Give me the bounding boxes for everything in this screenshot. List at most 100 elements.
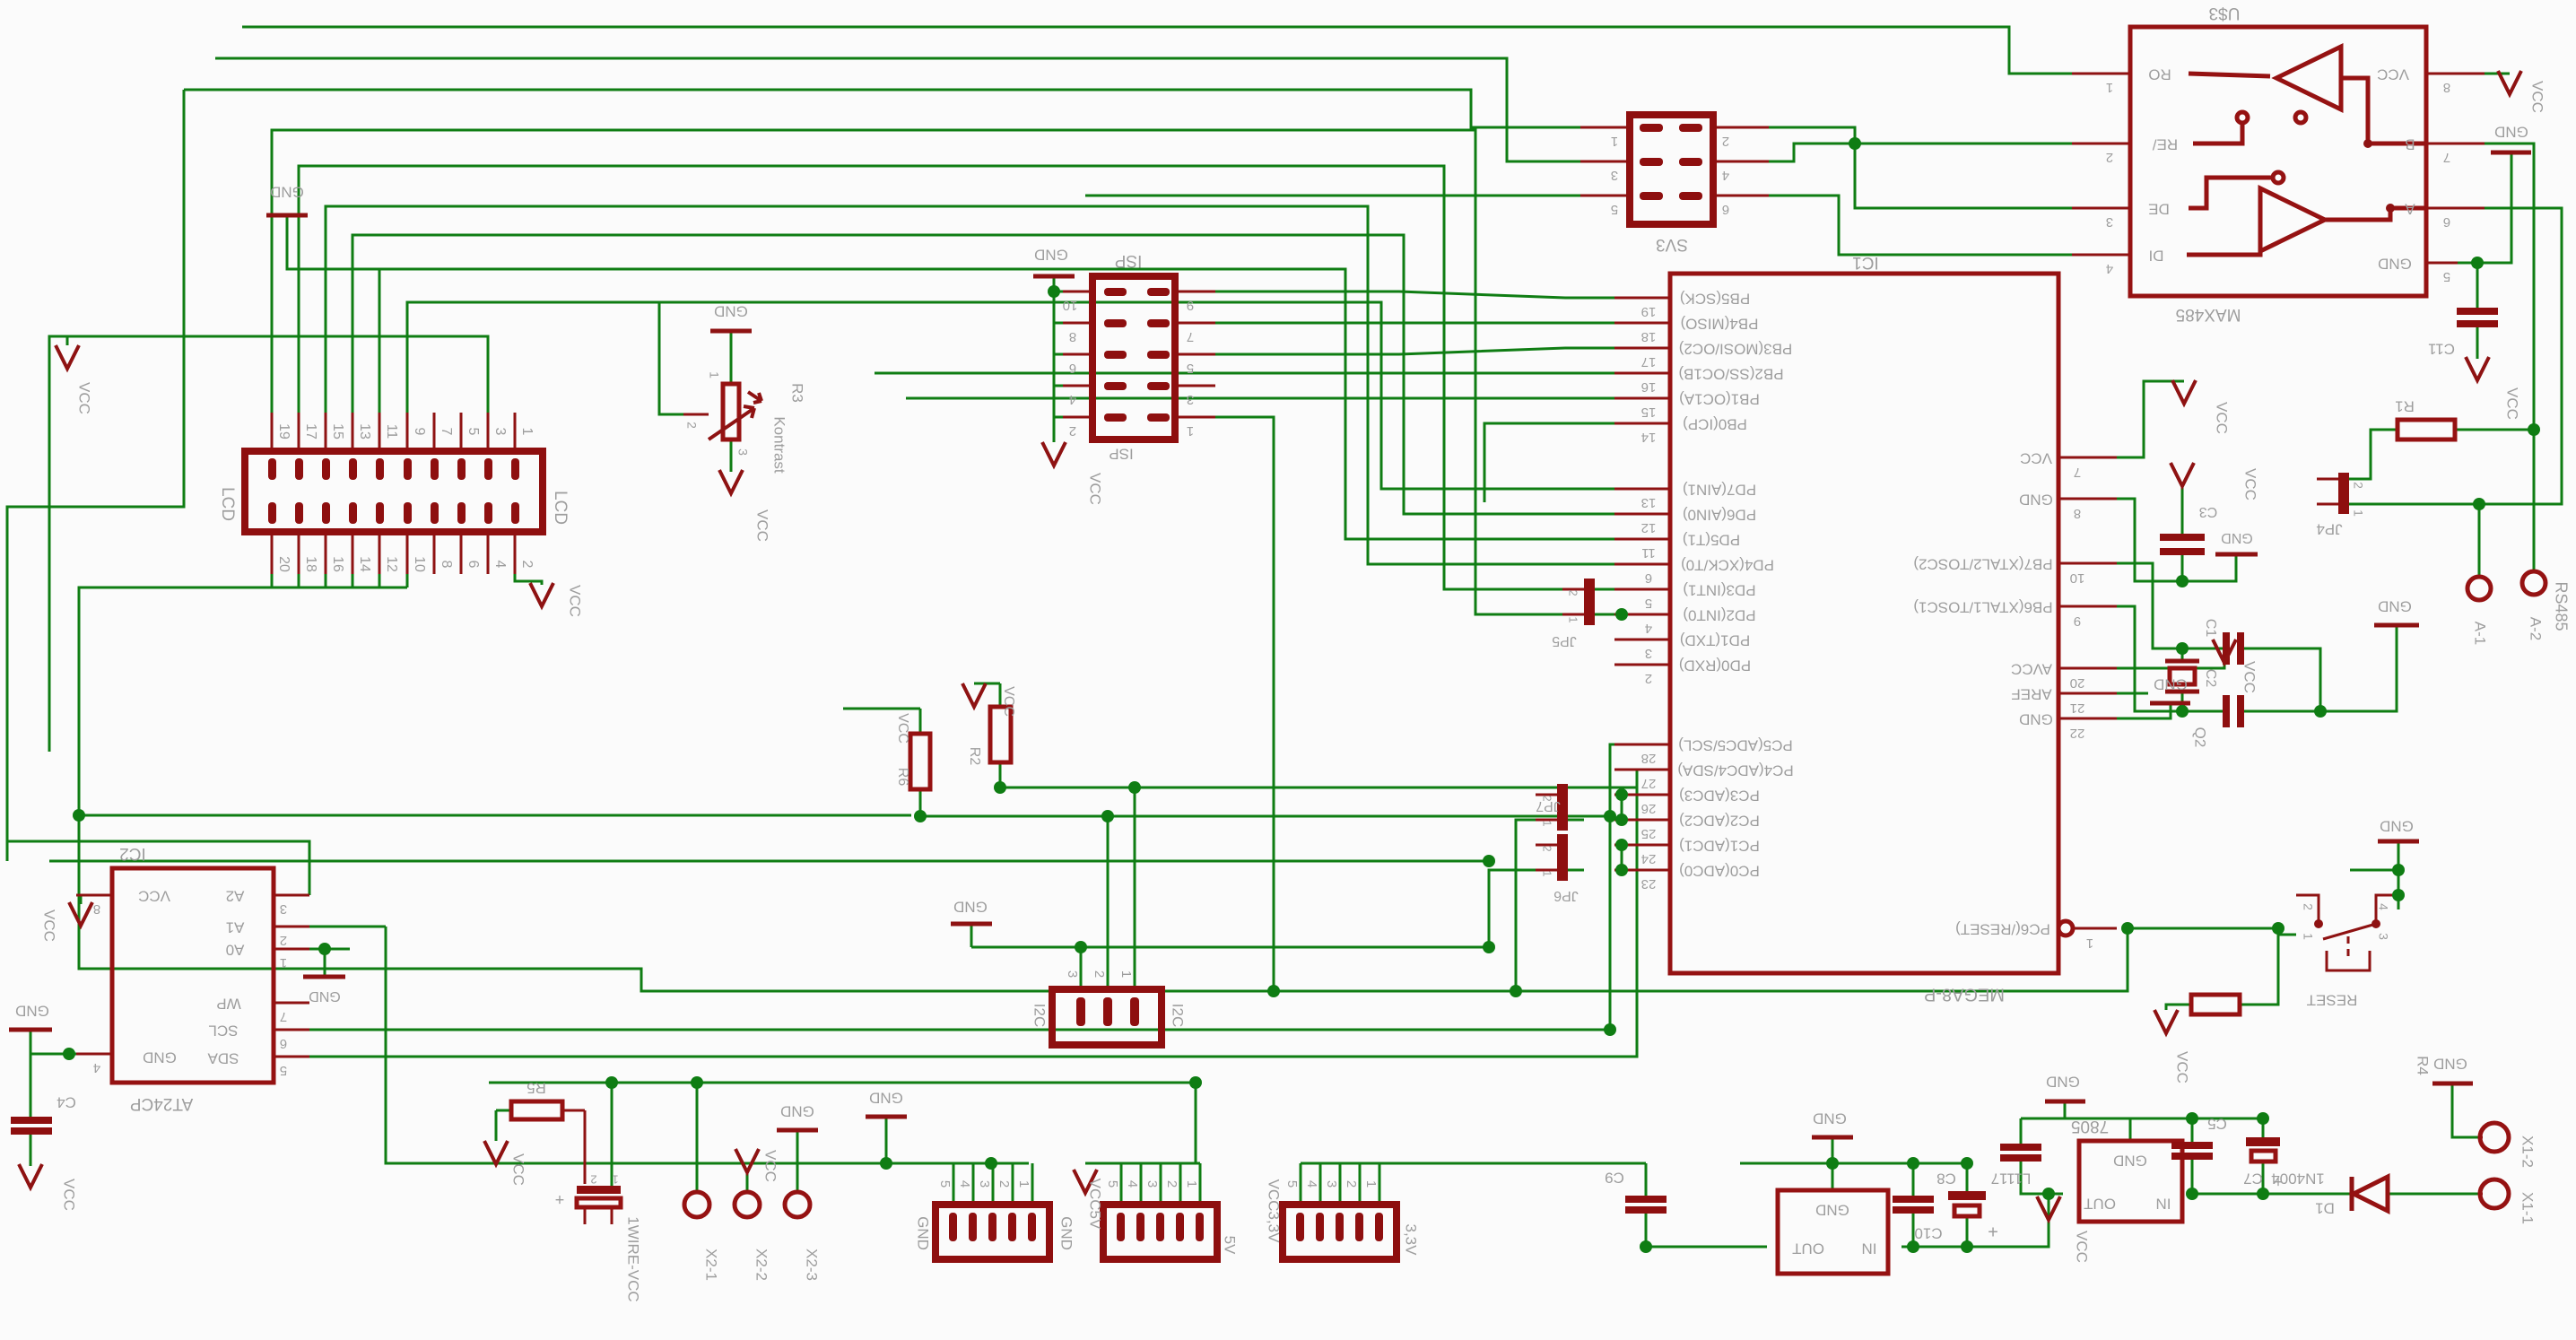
- pin-name: PC4(ADC4/SDA): [1677, 762, 1793, 779]
- pinno: 8: [2074, 506, 2081, 521]
- pinno: 7: [439, 428, 454, 436]
- pin-name: PB3(MOSI/OC2): [1679, 341, 1793, 358]
- isp-connector: [1089, 273, 1179, 443]
- pin-de: DE: [2148, 201, 2170, 218]
- pinno: 4: [2376, 903, 2390, 910]
- vcc5v-header-connector: [1100, 1201, 1221, 1263]
- pinno: 23: [1641, 876, 1657, 892]
- pinno: 1: [1016, 1180, 1031, 1188]
- pin-name: PC0(ADC0): [1679, 863, 1760, 880]
- pin-name: PC1(ADC1): [1679, 838, 1760, 855]
- pinno: 11: [384, 424, 399, 439]
- net-vcc: VCC: [510, 1153, 527, 1186]
- pin-name: PB0(ICP): [1683, 416, 1747, 433]
- pinno: 7: [280, 1009, 287, 1024]
- net-gnd: GND: [309, 988, 341, 1004]
- pin-di: DI: [2149, 248, 2164, 265]
- pinno: 2: [1722, 134, 1729, 149]
- pad-label: X2-1: [703, 1249, 720, 1281]
- pinno: 2: [1541, 795, 1554, 801]
- plus-mark: +: [2274, 1172, 2284, 1190]
- plus-mark: +: [555, 1190, 565, 1208]
- pin-gnd: GND: [2378, 256, 2412, 273]
- pinno: 5: [937, 1180, 953, 1188]
- pin-a: A: [2405, 201, 2415, 218]
- net-vcc: VCC: [754, 509, 771, 542]
- d1-name: D1: [2315, 1200, 2335, 1217]
- polarized-part-1wire-vcc: [574, 1186, 623, 1210]
- jp5-name: JP5: [1552, 633, 1577, 648]
- pinno: 13: [1641, 495, 1657, 510]
- max485-chip: [2128, 24, 2429, 299]
- crystal-q2: [2165, 658, 2199, 694]
- pinno: 2: [2106, 150, 2113, 165]
- pin-name: A1: [226, 919, 245, 936]
- pinno: 14: [1641, 430, 1657, 445]
- plus-mark: +: [1988, 1222, 1998, 1241]
- r2-name: R2: [967, 747, 982, 766]
- r6-name: R6: [895, 768, 910, 787]
- pinno: 2: [590, 1173, 596, 1187]
- i2c-connector: [1049, 986, 1165, 1049]
- pinno: 15: [330, 423, 345, 439]
- pinno: 1: [280, 955, 287, 970]
- pinno: 4: [492, 561, 508, 569]
- r3-value: Kontrast: [771, 416, 788, 474]
- pinno: 16: [1641, 379, 1657, 395]
- pinno: 9: [412, 428, 427, 436]
- vcc33v-header-connector: [1279, 1201, 1400, 1263]
- pinno: 5: [1105, 1180, 1120, 1188]
- pinno: 1: [1184, 1180, 1199, 1188]
- pinno: 12: [384, 556, 399, 572]
- net-vcc: VCC: [567, 585, 584, 617]
- pin-name: GND: [143, 1049, 177, 1066]
- pinno: 3: [1611, 168, 1618, 183]
- reg-pin: OUT: [1792, 1240, 1824, 1257]
- pinno: 2: [280, 933, 287, 948]
- pinno: 2: [1069, 423, 1076, 439]
- pinno: 1: [1541, 870, 1554, 876]
- conn-label: 5V: [1222, 1236, 1239, 1255]
- conn-label: LCD: [218, 487, 237, 521]
- pad-x1-1: [2477, 1177, 2511, 1211]
- pinno: 28: [1641, 751, 1657, 766]
- pad-x2-3: [782, 1189, 813, 1220]
- pinno: 17: [303, 423, 318, 439]
- pinno: 27: [1641, 776, 1657, 791]
- net-vcc: VCC: [41, 909, 58, 942]
- pinno: 18: [1641, 329, 1657, 344]
- c3-name: C3: [2199, 504, 2218, 519]
- capacitor-c9: [1625, 1196, 1667, 1214]
- net-gnd: GND: [869, 1090, 903, 1107]
- pinno: 21: [2070, 700, 2085, 716]
- pad-label: A-1: [2472, 622, 2489, 645]
- pad-a-1: [2465, 574, 2493, 603]
- pinno: 12: [1641, 520, 1657, 535]
- pinno: 4: [1125, 1180, 1140, 1188]
- pinno: 1: [2301, 933, 2315, 940]
- c1-name: C1: [2203, 619, 2218, 638]
- pad-label: X2-2: [753, 1249, 770, 1281]
- pinno: 2: [519, 561, 535, 569]
- net-vcc: VCC: [2174, 1051, 2191, 1083]
- pinno: 4: [957, 1180, 972, 1188]
- pinno: 1: [519, 428, 535, 436]
- pin-name: PC6(/RESET): [1955, 921, 2050, 938]
- pin-vcc: VCC: [2377, 66, 2409, 83]
- c8-name: C8: [1936, 1170, 1956, 1188]
- pin-name: A2: [226, 888, 245, 905]
- net-gnd: GND: [2380, 818, 2414, 835]
- mega8-value: MEGA8-P: [1924, 985, 2005, 1005]
- pinno: 1: [1118, 970, 1134, 978]
- pinno: 4: [1069, 392, 1076, 407]
- pinno: 6: [1645, 570, 1652, 586]
- reg-value: 7805: [2071, 1117, 2109, 1136]
- pinno: 5: [1645, 596, 1652, 611]
- pinno: 2: [2301, 903, 2315, 910]
- net-vcc: VCC: [2214, 402, 2231, 434]
- pinno: 3: [2376, 933, 2390, 940]
- pinno: 18: [303, 556, 318, 572]
- pinno: 10: [1063, 298, 1078, 313]
- capacitor-c4: [11, 1117, 52, 1135]
- c9-name: C9: [1605, 1170, 1624, 1187]
